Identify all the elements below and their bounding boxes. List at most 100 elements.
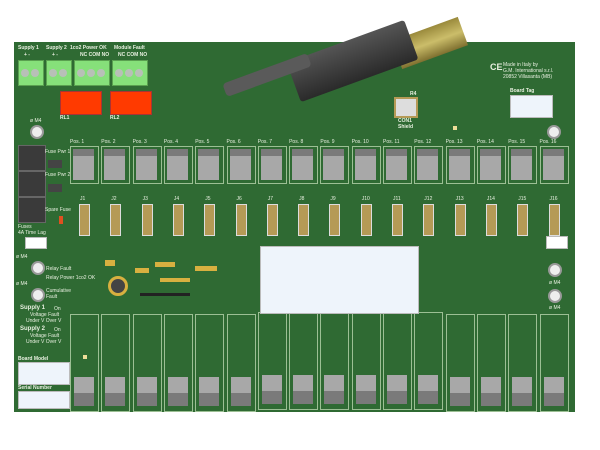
fuse-note: 4A Time Lag bbox=[18, 230, 46, 236]
relay-label: RL1 bbox=[60, 115, 70, 121]
module-slot-bottom[interactable] bbox=[320, 312, 350, 410]
fuse-label: Spare Fuse bbox=[45, 207, 71, 213]
position-label: Pos. 13 bbox=[445, 139, 463, 145]
position-label: Pos. 12 bbox=[414, 139, 432, 145]
mount-label: ø M4 bbox=[30, 118, 42, 124]
connector-label: J1 bbox=[80, 196, 86, 202]
module-slot-top[interactable] bbox=[195, 146, 225, 184]
module-slot-top[interactable] bbox=[226, 146, 256, 184]
position-label: Pos. 11 bbox=[383, 139, 400, 145]
connector bbox=[79, 204, 90, 236]
connector-label: J16 bbox=[549, 196, 558, 202]
fuse-holder bbox=[18, 171, 46, 197]
fuse-smd bbox=[48, 160, 62, 168]
terminal-sub: NC COM NO bbox=[80, 52, 110, 58]
module-slot-top[interactable] bbox=[539, 146, 569, 184]
connector-label: J8 bbox=[299, 196, 305, 202]
module-slot-top[interactable] bbox=[101, 146, 131, 184]
terminal-sub: + - bbox=[24, 52, 30, 58]
module-slot-top[interactable] bbox=[383, 146, 412, 184]
module-slot-bottom[interactable] bbox=[445, 314, 475, 412]
connector bbox=[204, 204, 216, 236]
supply-vf: Voltage Fault bbox=[30, 333, 60, 339]
module-slot-top[interactable] bbox=[351, 146, 381, 184]
relay bbox=[60, 91, 102, 115]
terminal-sub: NC COM NO bbox=[118, 52, 148, 58]
connector-label: J12 bbox=[424, 196, 433, 202]
board-tag-label: Board Tag bbox=[510, 88, 535, 94]
connector bbox=[423, 204, 435, 236]
fuse-smd bbox=[48, 184, 62, 192]
position-label: Pos. 10 bbox=[351, 139, 369, 145]
connector-label: J3 bbox=[142, 196, 148, 202]
serial-number-field[interactable] bbox=[18, 391, 70, 409]
module-slot-bottom[interactable] bbox=[289, 312, 319, 410]
terminal-label: Supply 1 bbox=[18, 45, 39, 51]
terminal-block[interactable] bbox=[112, 60, 148, 86]
module-slot-bottom[interactable] bbox=[508, 314, 538, 412]
connector bbox=[110, 204, 122, 236]
module-slot-top[interactable] bbox=[132, 146, 162, 184]
module-slot-top[interactable] bbox=[320, 146, 350, 184]
terminal-block[interactable] bbox=[46, 60, 72, 86]
module-slot-top[interactable] bbox=[476, 146, 506, 184]
module-slot-top[interactable] bbox=[289, 146, 319, 184]
terminal-block[interactable] bbox=[74, 60, 110, 86]
module-slot-top[interactable] bbox=[257, 146, 287, 184]
module-slot-top[interactable] bbox=[70, 146, 99, 184]
connector-label: J13 bbox=[455, 196, 464, 202]
position-label: Pos. 8 bbox=[289, 139, 304, 145]
supply-label: Supply 1 bbox=[20, 305, 46, 311]
connector bbox=[266, 204, 278, 236]
board-model-field[interactable] bbox=[18, 362, 70, 385]
module-slot-bottom[interactable] bbox=[226, 314, 256, 412]
board-model-label: Board Model bbox=[18, 356, 49, 362]
connector bbox=[235, 204, 247, 236]
position-label: Pos. 15 bbox=[508, 139, 526, 145]
position-label: Pos. 7 bbox=[257, 139, 272, 145]
relay-label: RL2 bbox=[110, 115, 120, 121]
test-pad bbox=[453, 126, 457, 130]
con1-label: CON1 bbox=[398, 118, 412, 124]
terminal-label: Module Fault bbox=[114, 45, 145, 51]
con1-ref: R4 bbox=[410, 91, 417, 97]
module-slot-bottom[interactable] bbox=[414, 312, 444, 410]
connector-label: J2 bbox=[111, 196, 117, 202]
connector bbox=[517, 204, 529, 236]
module-slot-bottom[interactable] bbox=[476, 314, 506, 412]
mount-hole bbox=[548, 289, 562, 303]
made-in-line3: 20852 Villasanta (MB) bbox=[503, 74, 553, 80]
terminal-block[interactable] bbox=[18, 60, 44, 86]
module-slot-top[interactable] bbox=[508, 146, 538, 184]
mount-label: ø M4 bbox=[16, 254, 28, 260]
ce-mark: CE bbox=[490, 62, 503, 72]
fuse-label: Fuse Pwr 2 bbox=[45, 172, 71, 178]
module-slot-top[interactable] bbox=[163, 146, 193, 184]
mount-hole bbox=[547, 125, 561, 139]
connector-label: J6 bbox=[236, 196, 242, 202]
module-slot-top[interactable] bbox=[414, 146, 444, 184]
module-slot-bottom[interactable] bbox=[70, 314, 99, 412]
module-slot-bottom[interactable] bbox=[132, 314, 162, 412]
made-in-line2: G.M. International s.r.l. bbox=[503, 68, 554, 74]
module-slot-top[interactable] bbox=[445, 146, 475, 184]
module-slot-bottom[interactable] bbox=[257, 312, 287, 410]
position-label: Pos. 1 bbox=[70, 139, 85, 145]
position-label: Pos. 2 bbox=[101, 139, 116, 145]
led-label: Relay Power 1co2 OK bbox=[46, 275, 96, 281]
module-slot-bottom[interactable] bbox=[383, 312, 412, 410]
board-tag-field[interactable] bbox=[510, 95, 553, 118]
module-slot-bottom[interactable] bbox=[351, 312, 381, 410]
terminal-label: 1co2 Power OK bbox=[70, 45, 107, 51]
supply-uo: Under V Over V bbox=[26, 339, 62, 345]
mount-hole bbox=[31, 261, 45, 275]
module-slot-bottom[interactable] bbox=[539, 314, 569, 412]
fuse-holder bbox=[18, 145, 46, 171]
module-slot-bottom[interactable] bbox=[163, 314, 193, 412]
module-slot-bottom[interactable] bbox=[101, 314, 131, 412]
mount-hole bbox=[548, 263, 562, 277]
module-slot-bottom[interactable] bbox=[195, 314, 225, 412]
label-pad bbox=[25, 237, 47, 249]
serial-number-label: Serial Number bbox=[18, 385, 52, 391]
mount-label: ø M4 bbox=[549, 305, 561, 311]
